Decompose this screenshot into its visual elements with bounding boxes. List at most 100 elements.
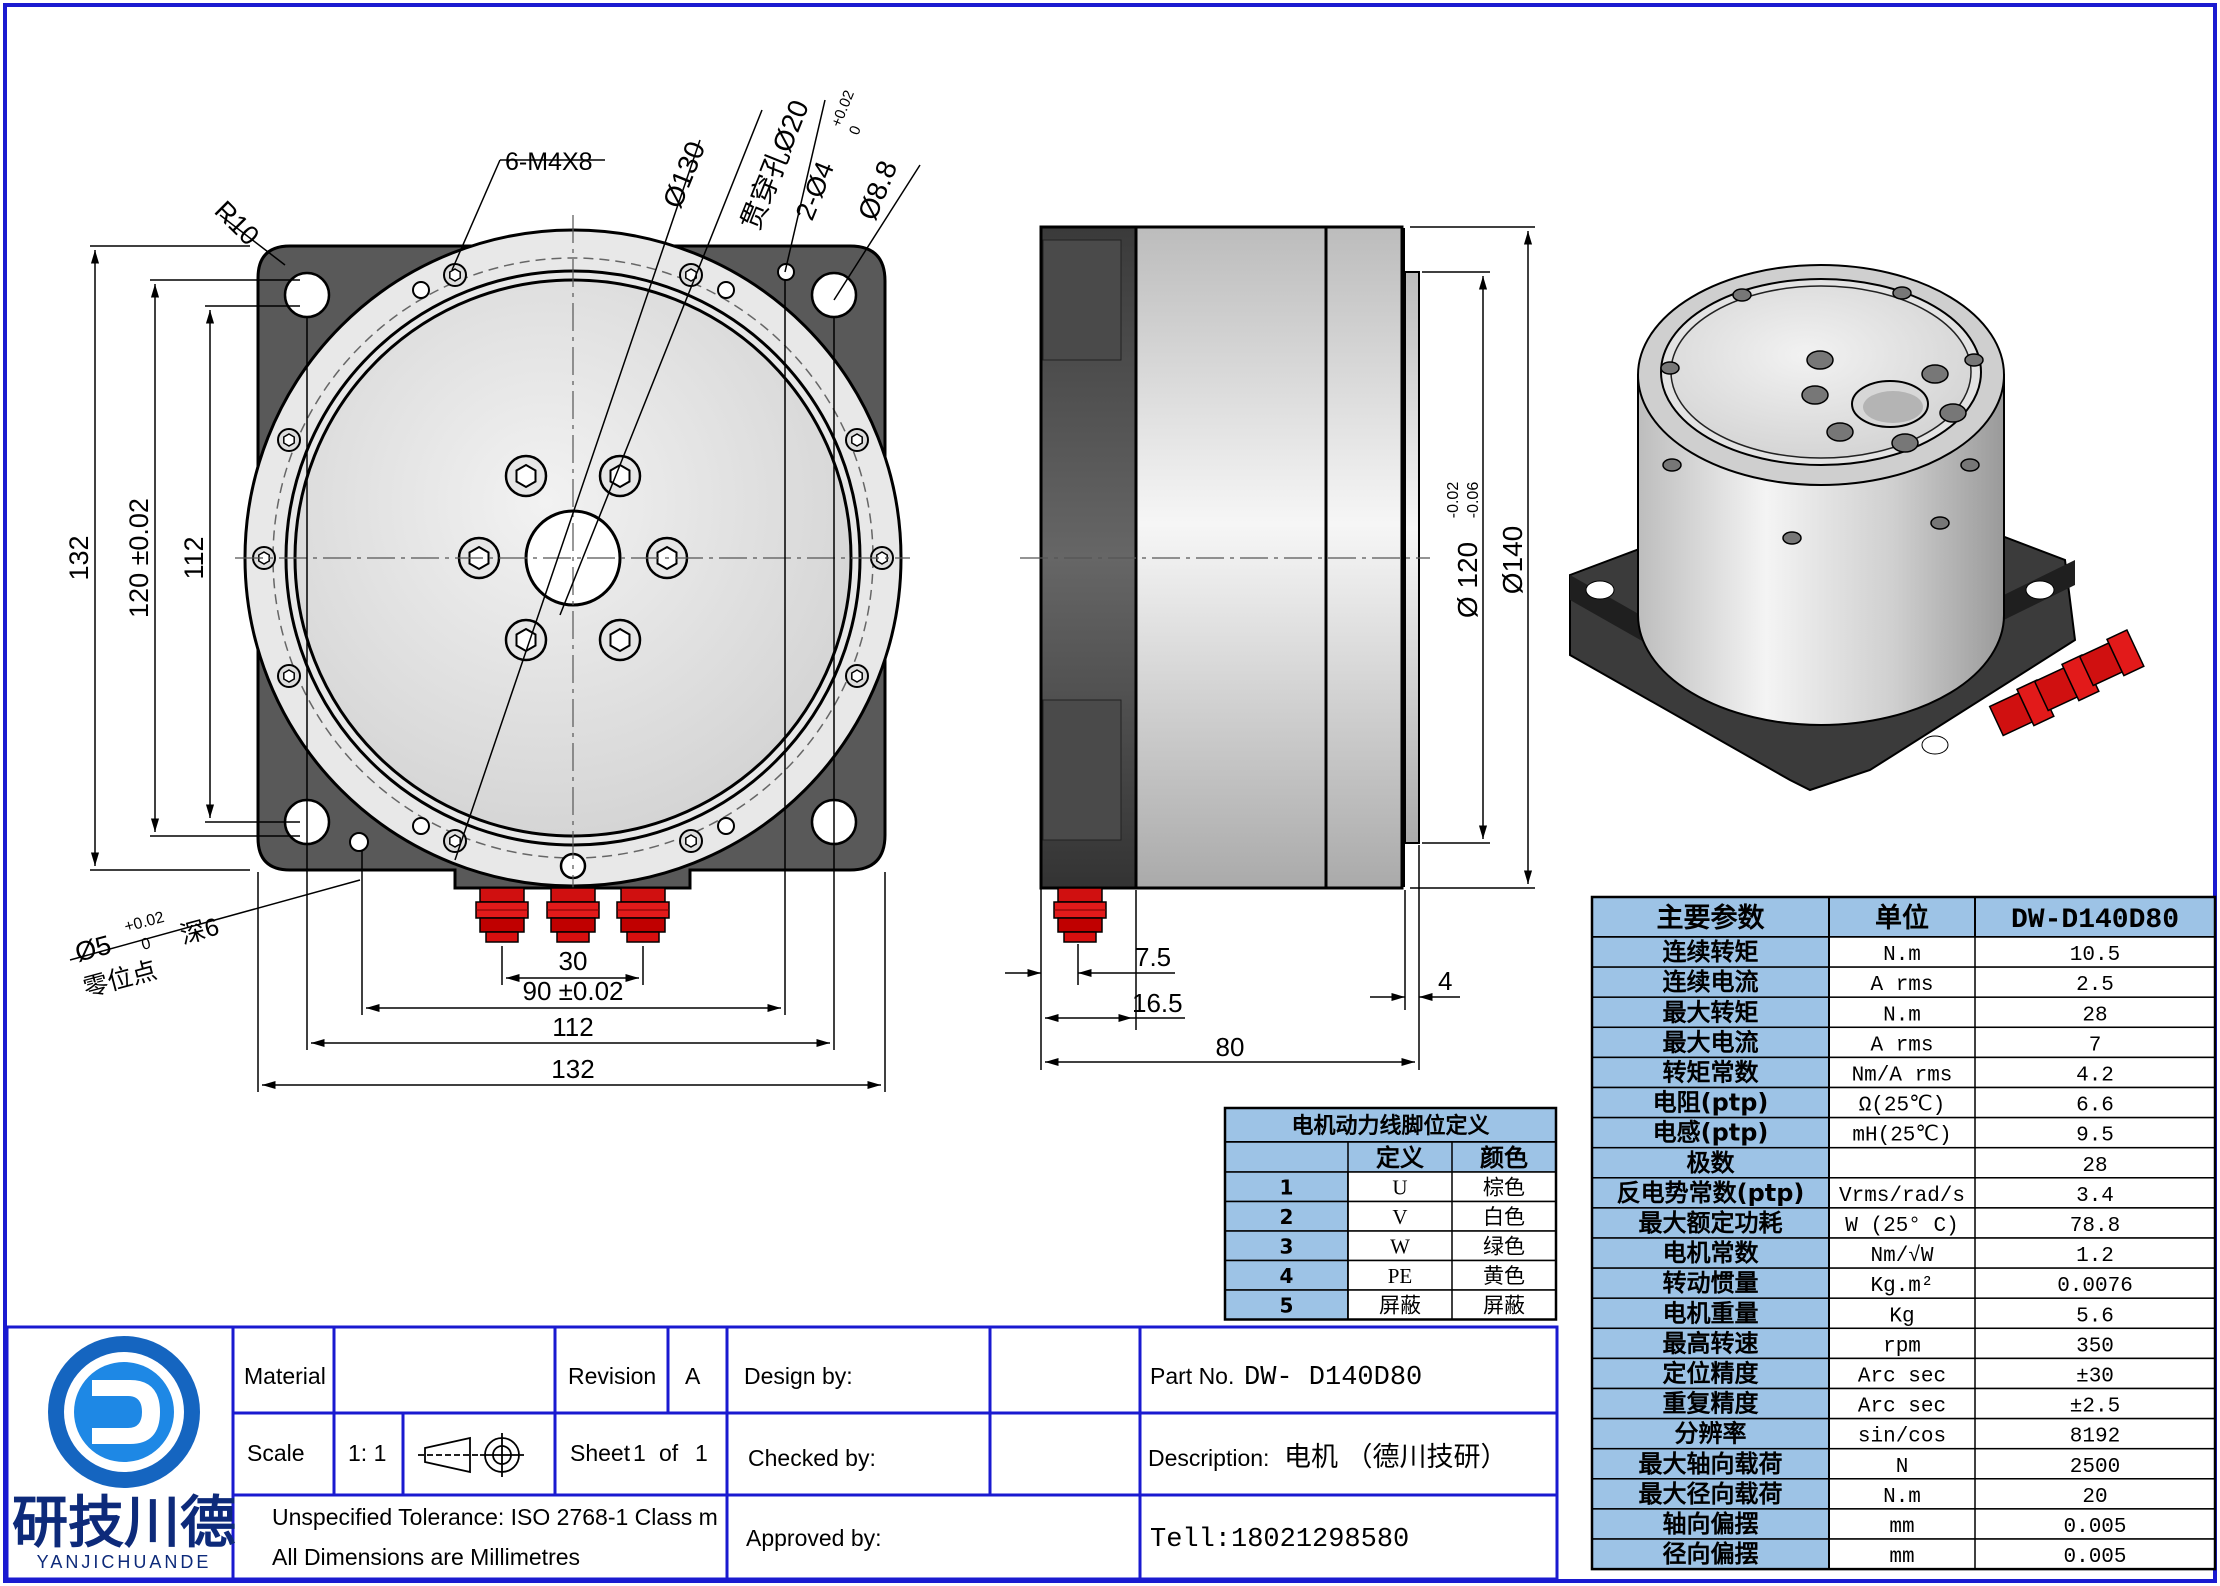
params-cell-7-0: 极数 bbox=[1687, 1149, 1736, 1177]
dim-zero-dia: Ø5 bbox=[72, 929, 115, 967]
params-cell-18-1: N.m bbox=[1883, 1486, 1921, 1509]
company-logo: 研技川德 YANJICHUANDE bbox=[12, 1336, 236, 1572]
pin-table-title: 电机动力线脚位定义 bbox=[1291, 1113, 1489, 1139]
params-cell-2-0: 最大转矩 bbox=[1663, 998, 1759, 1026]
params-cell-16-0: 分辨率 bbox=[1675, 1420, 1747, 1448]
params-cell-10-2: 1.2 bbox=[2076, 1245, 2114, 1268]
params-cell-0-0: 连续转矩 bbox=[1663, 938, 1759, 966]
dim-132-vertical: 132 bbox=[64, 535, 94, 580]
params-cell-15-2: ±2.5 bbox=[2070, 1396, 2120, 1419]
params-cell-13-1: rpm bbox=[1883, 1335, 1921, 1358]
dim-2-d4: 2-Ø4 bbox=[790, 157, 840, 224]
dim-30: 30 bbox=[559, 946, 588, 976]
dim-2-d4-tol-lower: 0 bbox=[846, 123, 865, 137]
params-header-0: 主要参数 bbox=[1657, 902, 1766, 934]
design-by-label: Design by: bbox=[744, 1363, 853, 1389]
material-label: Material bbox=[244, 1363, 326, 1389]
params-cell-4-2: 4.2 bbox=[2076, 1065, 2114, 1088]
dim-112-vertical: 112 bbox=[179, 536, 209, 579]
params-cell-12-1: Kg bbox=[1889, 1305, 1914, 1328]
params-cell-20-2: 0.005 bbox=[2063, 1546, 2126, 1569]
params-cell-3-0: 最大电流 bbox=[1663, 1028, 1759, 1056]
params-cell-13-0: 最高转速 bbox=[1663, 1329, 1759, 1357]
description-value: 电机 （德川技研） bbox=[1284, 1442, 1508, 1472]
pin-cell-1-0: 2 bbox=[1280, 1205, 1294, 1229]
params-cell-11-0: 转动惯量 bbox=[1663, 1269, 1759, 1297]
dim-d130: Ø130 bbox=[657, 137, 711, 212]
params-cell-7-2: 28 bbox=[2082, 1155, 2107, 1178]
dim-90: 90 ±0.02 bbox=[522, 976, 623, 1006]
dim-132-horizontal: 132 bbox=[551, 1054, 594, 1084]
params-cell-5-2: 6.6 bbox=[2076, 1095, 2114, 1118]
pin-cell-3-2: 黄色 bbox=[1483, 1264, 1525, 1288]
pin-header-2: 颜色 bbox=[1480, 1144, 1528, 1172]
params-cell-12-2: 5.6 bbox=[2076, 1305, 2114, 1328]
scale-value: 1: 1 bbox=[348, 1440, 386, 1466]
params-cell-2-1: N.m bbox=[1883, 1004, 1921, 1027]
dim-2-d4-tol-upper: +0.02 bbox=[828, 88, 858, 130]
dim-zero-depth: 深6 bbox=[177, 913, 222, 950]
dim-6-m4x8: 6-M4X8 bbox=[505, 148, 593, 176]
params-cell-11-1: Kg.m² bbox=[1870, 1275, 1933, 1298]
params-cell-3-1: A rms bbox=[1870, 1034, 1933, 1057]
pin-header-1: 定义 bbox=[1376, 1144, 1424, 1172]
params-cell-4-0: 转矩常数 bbox=[1663, 1059, 1760, 1087]
motor-3d-render bbox=[1569, 264, 2145, 792]
params-cell-3-2: 7 bbox=[2089, 1034, 2102, 1057]
pin-cell-2-1: W bbox=[1390, 1235, 1410, 1259]
part-no-value: DW- D140D80 bbox=[1244, 1363, 1422, 1393]
tel-value: Tell:18021298580 bbox=[1150, 1525, 1409, 1555]
pin-cell-2-2: 绿色 bbox=[1483, 1235, 1525, 1259]
params-cell-15-0: 重复精度 bbox=[1663, 1390, 1760, 1418]
pin-cell-1-1: V bbox=[1392, 1205, 1407, 1229]
dim-d120: Ø 120 bbox=[1452, 542, 1483, 618]
params-cell-4-1: Nm/A rms bbox=[1852, 1065, 1953, 1088]
params-cell-2-2: 28 bbox=[2082, 1004, 2107, 1027]
dim-4: 4 bbox=[1438, 966, 1452, 996]
side-view bbox=[1020, 225, 1430, 943]
params-cell-10-0: 电机常数 bbox=[1663, 1239, 1760, 1267]
params-header-1: 单位 bbox=[1875, 902, 1929, 934]
params-cell-15-1: Arc sec bbox=[1858, 1396, 1946, 1419]
pin-cell-0-2: 棕色 bbox=[1483, 1176, 1525, 1200]
params-cell-9-1: W (25° C) bbox=[1845, 1215, 1958, 1238]
params-cell-14-1: Arc sec bbox=[1858, 1366, 1946, 1389]
sheet-label: Sheet bbox=[570, 1440, 631, 1466]
params-cell-5-0: 电阻(ptp) bbox=[1653, 1089, 1769, 1117]
params-cell-20-1: mm bbox=[1889, 1546, 1914, 1569]
params-cell-17-2: 2500 bbox=[2070, 1456, 2120, 1479]
pin-cell-4-2: 屏蔽 bbox=[1483, 1294, 1525, 1318]
params-cell-14-2: ±30 bbox=[2076, 1366, 2114, 1389]
params-cell-11-2: 0.0076 bbox=[2057, 1275, 2133, 1298]
params-cell-16-2: 8192 bbox=[2070, 1426, 2120, 1449]
side-view-labels: 7.5 16.5 80 4 Ø140 Ø 120 -0.02 -0.06 bbox=[1132, 482, 1528, 1062]
params-cell-19-1: mm bbox=[1889, 1516, 1914, 1539]
params-cell-6-1: mH(25℃) bbox=[1852, 1125, 1951, 1148]
params-cell-9-0: 最大额定功耗 bbox=[1639, 1209, 1783, 1237]
params-cell-16-1: sin/cos bbox=[1858, 1426, 1946, 1449]
of-label: of bbox=[659, 1440, 679, 1466]
dim-112-horizontal: 112 bbox=[552, 1012, 593, 1042]
checked-by-label: Checked by: bbox=[748, 1445, 876, 1471]
params-cell-8-0: 反电势常数(ptp) bbox=[1617, 1179, 1805, 1207]
dim-d8-8: Ø8.8 bbox=[852, 156, 903, 224]
pin-cell-3-0: 4 bbox=[1280, 1264, 1294, 1288]
params-cell-12-0: 电机重量 bbox=[1663, 1299, 1759, 1327]
pin-cell-1-2: 白色 bbox=[1483, 1205, 1525, 1229]
dim-80: 80 bbox=[1216, 1032, 1245, 1062]
logo-subtext: YANJICHUANDE bbox=[37, 1552, 212, 1572]
revision-label: Revision bbox=[568, 1363, 656, 1389]
title-block: 研技川德 YANJICHUANDE Material Revision A Sc… bbox=[5, 1325, 1559, 1581]
approved-by-label: Approved by: bbox=[746, 1525, 882, 1551]
params-cell-10-1: Nm/√W bbox=[1870, 1244, 1933, 1268]
params-cell-6-0: 电感(ptp) bbox=[1653, 1119, 1769, 1147]
pin-cell-0-0: 1 bbox=[1280, 1176, 1294, 1200]
revision-value: A bbox=[685, 1363, 701, 1389]
dim-7-5: 7.5 bbox=[1135, 942, 1171, 972]
sheet-total: 1 bbox=[695, 1440, 708, 1466]
params-cell-20-0: 径向偏摆 bbox=[1663, 1540, 1759, 1568]
outer-frame bbox=[3, 3, 2217, 1583]
scale-label: Scale bbox=[247, 1440, 305, 1466]
